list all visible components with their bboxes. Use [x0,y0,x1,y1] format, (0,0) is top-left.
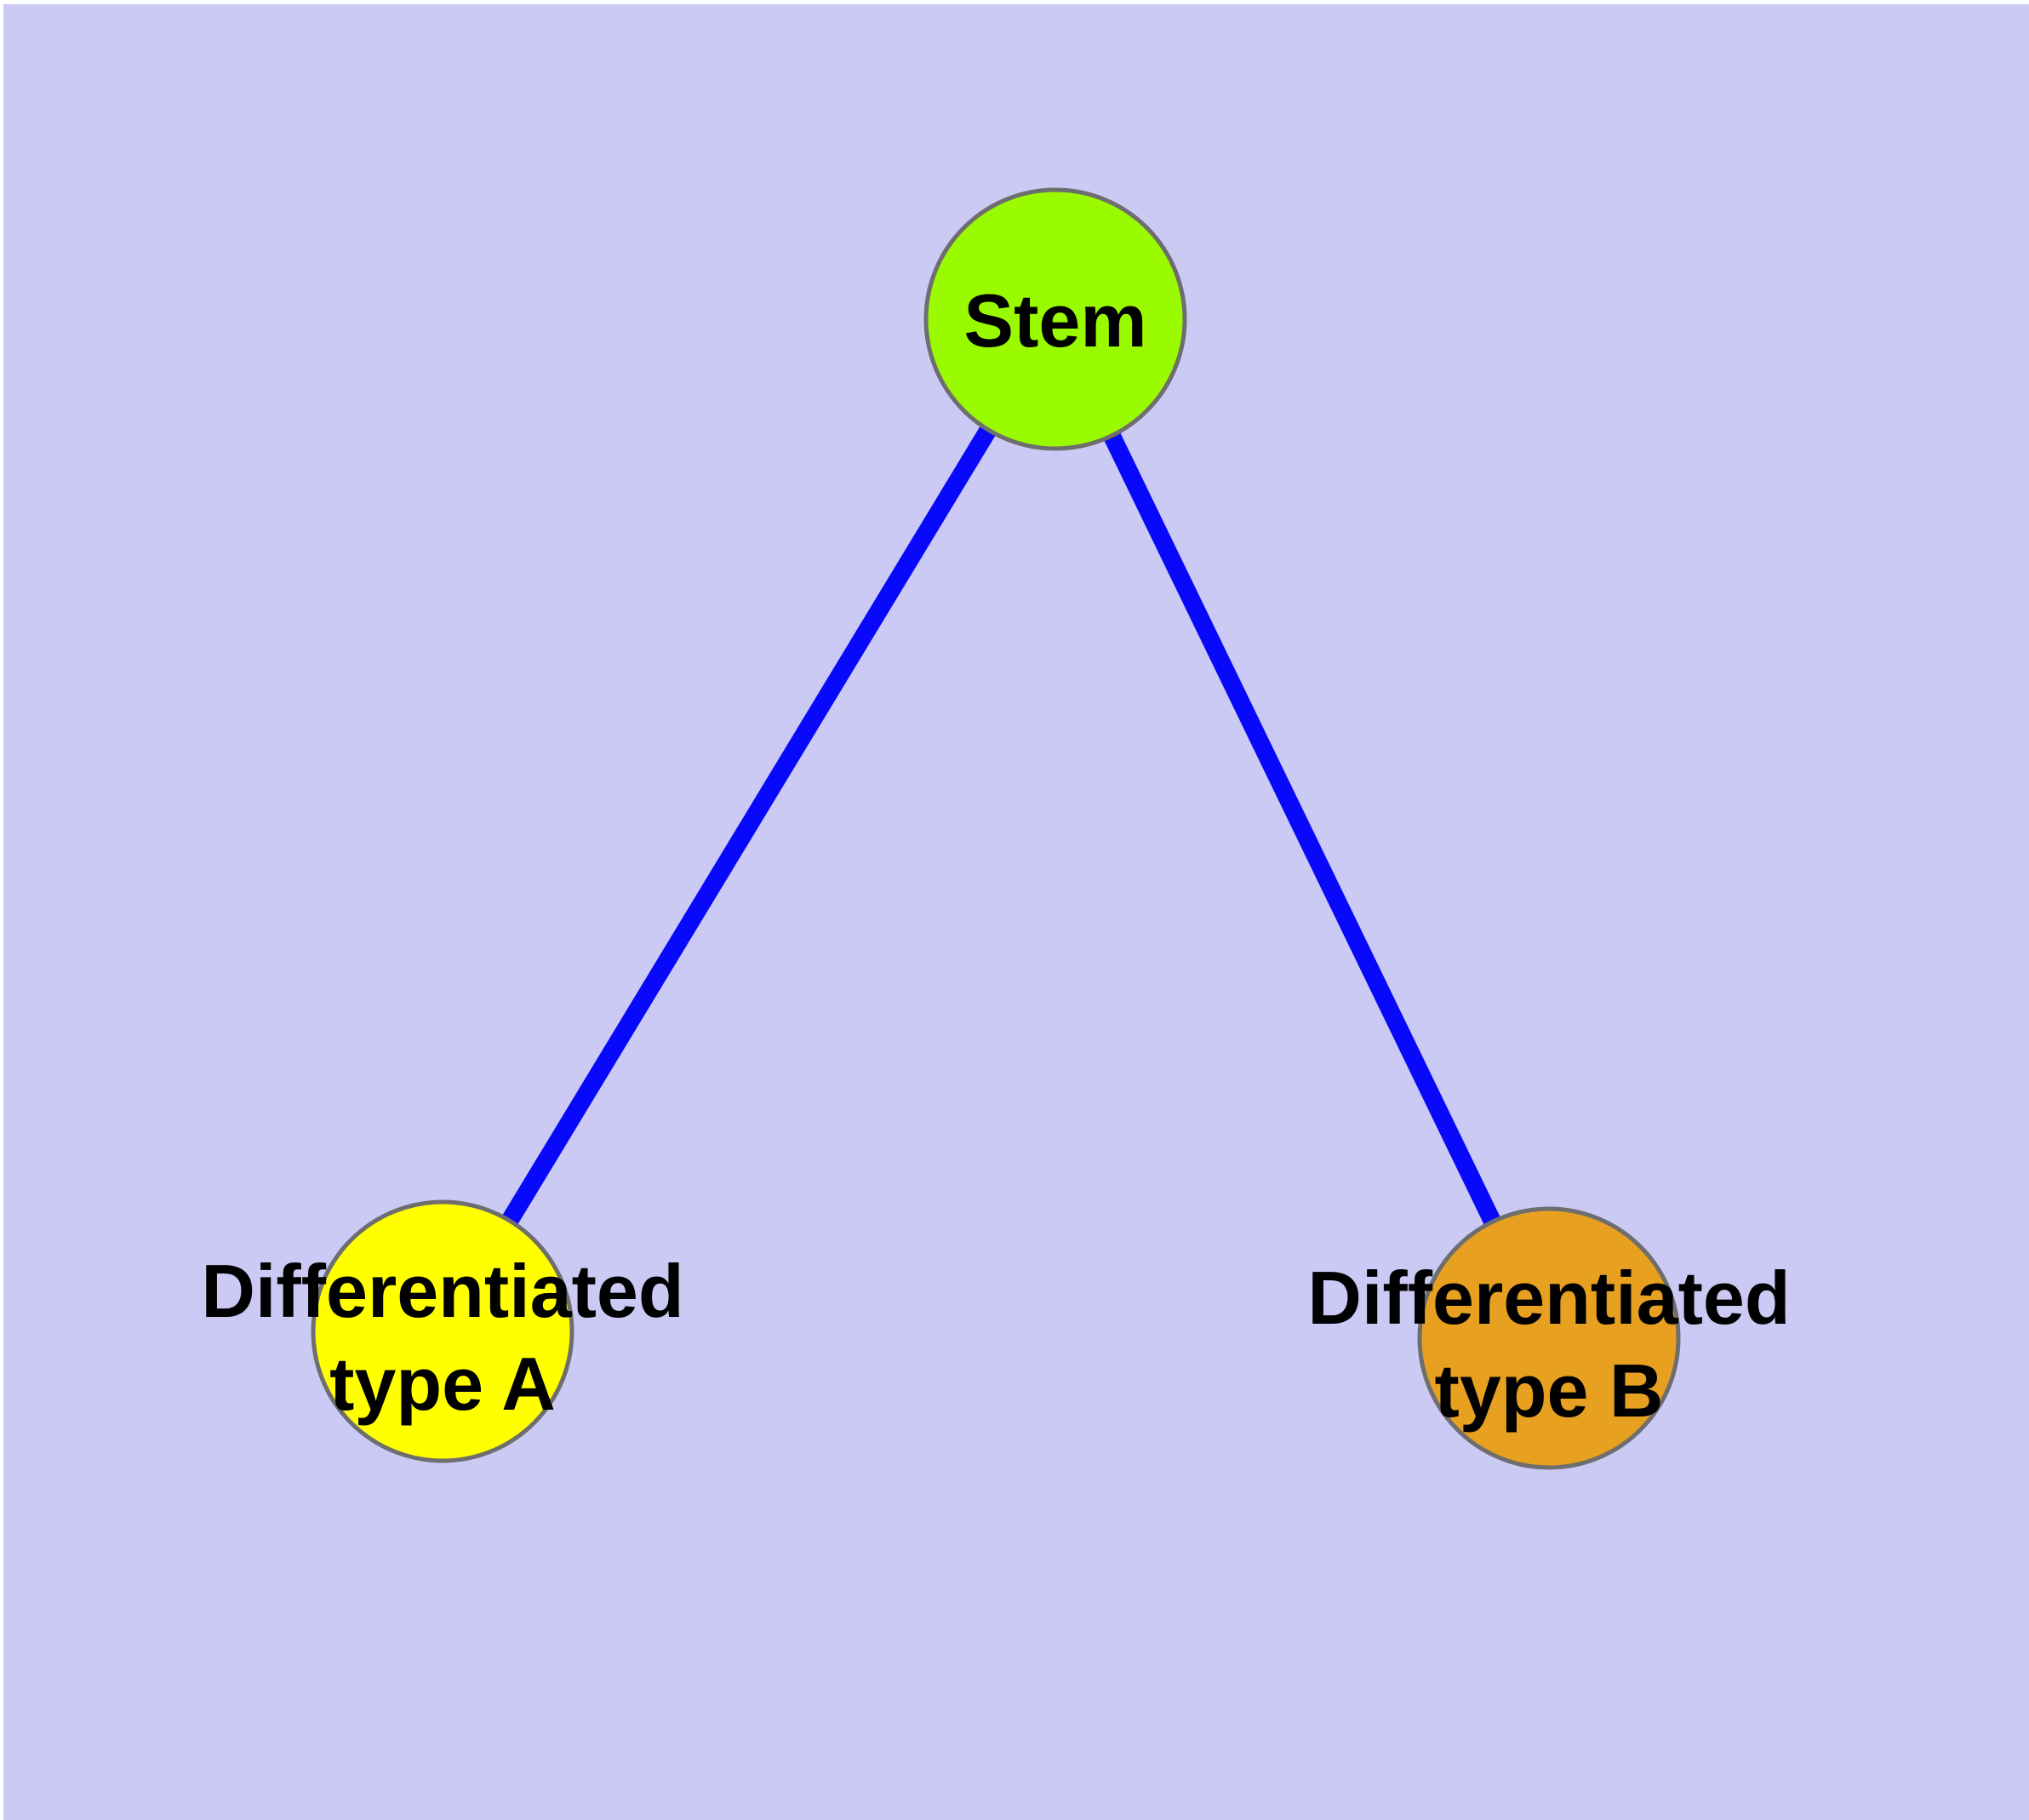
edge-stem-to-differentiated-type-b [1047,315,1557,1342]
node-differentiated-type-a [311,1199,574,1463]
node-label-line: Stem [963,278,1146,363]
edge-stem-to-differentiated-type-a [435,314,1063,1336]
node-differentiated-type-b [1417,1206,1681,1470]
node-label-line: Differentiated [201,1249,683,1333]
node-label-stem: Stem [963,278,1146,363]
node-label-line: Differentiated [1307,1256,1790,1340]
node-label-differentiated-type-a: Differentiated type A [201,1249,683,1426]
node-label-line: type B [1435,1348,1664,1433]
node-label-line: type A [329,1342,556,1426]
node-stem [923,187,1187,451]
